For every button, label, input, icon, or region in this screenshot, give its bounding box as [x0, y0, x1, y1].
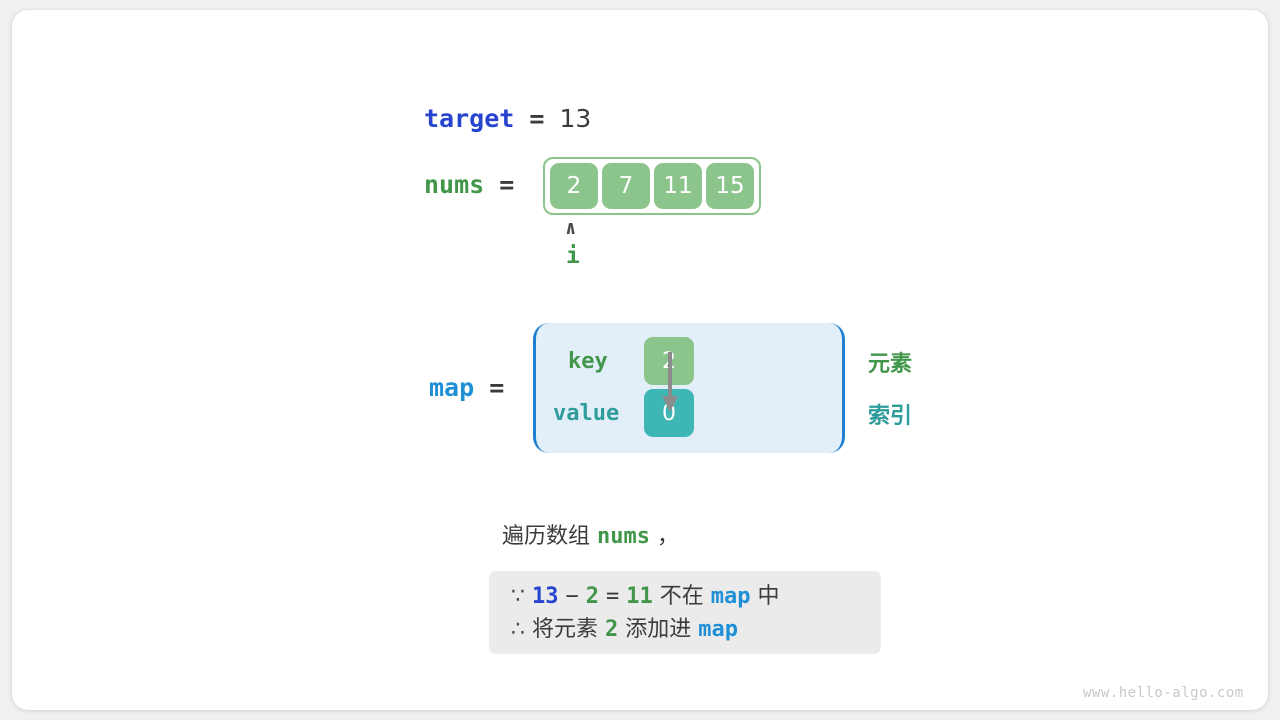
nums-equals-sign: =: [499, 170, 515, 199]
note-line1-middle-text: 不在: [659, 584, 704, 609]
note-line2-middle-text: 添加进: [625, 617, 692, 642]
array-container: 2 7 11 15: [543, 157, 761, 215]
nums-declaration: nums =: [424, 168, 514, 202]
target-declaration: target = 13: [424, 102, 591, 136]
note-current-element: 2: [585, 584, 599, 609]
note-minus-operator: −: [565, 584, 579, 609]
array-cell: 2: [550, 163, 598, 209]
pointer-index-label: i: [566, 243, 580, 269]
explanation-note-box: ∵ 13 − 2 = 11 不在 map 中 ∴ 将元素 2 添加进 map: [489, 571, 881, 654]
note-line-1: ∵ 13 − 2 = 11 不在 map 中: [511, 580, 859, 613]
note-line2-map-ref: map: [698, 617, 739, 642]
map-declaration: map =: [429, 371, 504, 405]
pointer-caret-icon: ∧: [565, 217, 577, 239]
map-key-label: key: [568, 349, 608, 374]
legend-element-label: 元素: [868, 352, 913, 377]
note-line1-map-ref: map: [710, 584, 751, 609]
legend-index-label: 索引: [868, 404, 913, 429]
map-value-label: value: [553, 401, 620, 426]
note-complement-value: 11: [626, 584, 653, 609]
note-added-element: 2: [605, 617, 619, 642]
note-line-2: ∴ 将元素 2 添加进 map: [511, 613, 859, 646]
nums-variable-name: nums: [424, 170, 485, 199]
map-value-cell: 0: [644, 389, 694, 437]
caption-code-nums: nums: [597, 524, 650, 549]
illustration-card: target = 13 nums = 2 7 11 15 ∧ i map = k…: [12, 10, 1268, 710]
note-target-value: 13: [532, 584, 559, 609]
therefore-symbol-icon: ∴: [511, 617, 525, 642]
map-variable-name: map: [429, 373, 475, 402]
caption-text: 遍历数组 nums ，: [502, 522, 679, 552]
map-equals-sign: =: [489, 373, 505, 402]
note-line2-start-text: 将元素: [532, 617, 599, 642]
array-cell: 11: [654, 163, 702, 209]
caption-suffix: ，: [657, 524, 680, 549]
because-symbol-icon: ∵: [511, 584, 525, 609]
target-variable-name: target: [424, 104, 515, 133]
caption-prefix: 遍历数组: [502, 524, 591, 549]
watermark-text: www.hello-algo.com: [1083, 685, 1244, 701]
array-cell: 15: [706, 163, 754, 209]
note-line1-end-text: 中: [757, 584, 780, 609]
target-equals-sign: =: [529, 104, 545, 133]
target-value: 13: [559, 104, 592, 133]
map-key-cell: 2: [644, 337, 694, 385]
array-cell: 7: [602, 163, 650, 209]
note-equals-operator: =: [606, 584, 620, 609]
